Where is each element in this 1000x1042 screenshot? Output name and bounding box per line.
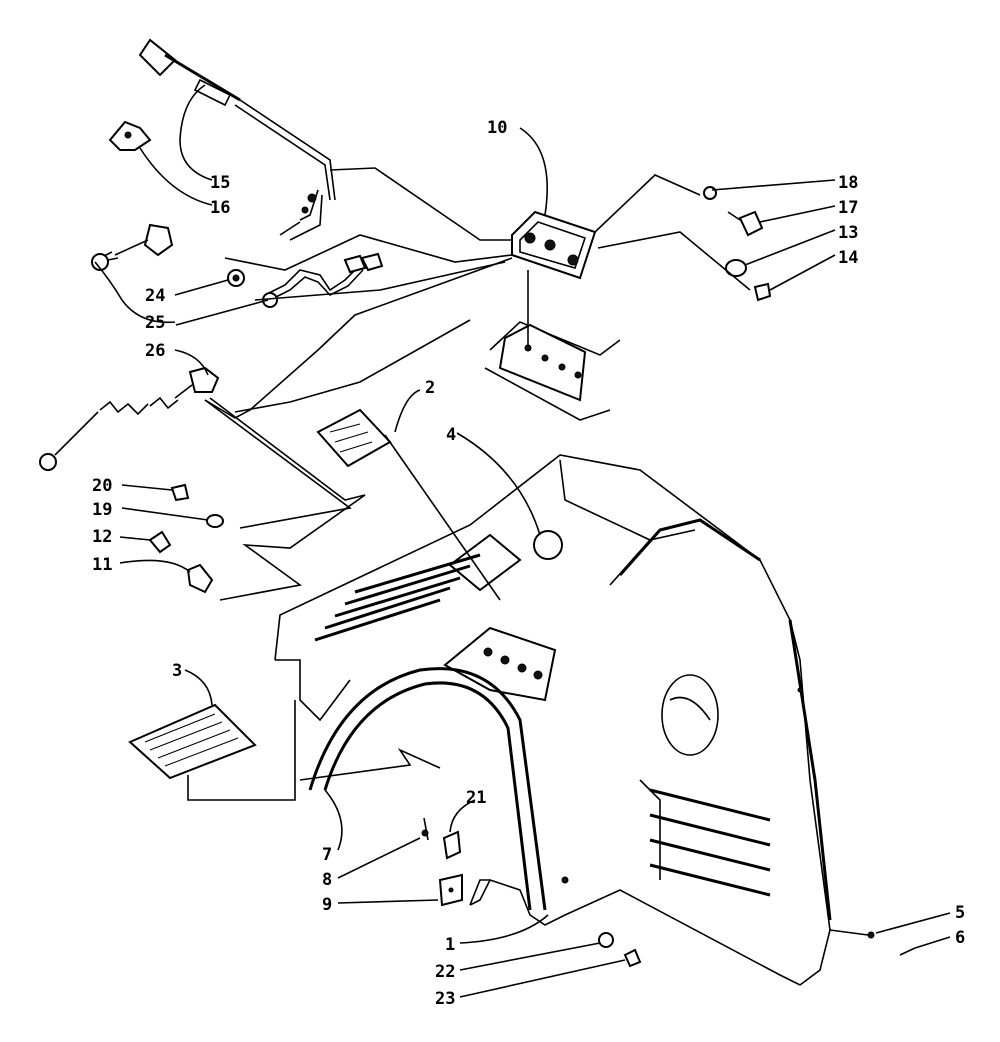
callout-11: 11	[92, 555, 112, 575]
callout-25: 25	[145, 313, 165, 333]
callout-leaders	[94, 84, 951, 998]
console-cutout	[484, 321, 621, 421]
callout-19: 19	[92, 500, 112, 520]
callout-14: 14	[838, 248, 858, 268]
bracket-hardware	[421, 817, 463, 907]
callout-17: 17	[838, 198, 858, 218]
console-shell	[274, 454, 832, 986]
callout-7: 7	[322, 845, 332, 865]
callout-24: 24	[145, 286, 165, 306]
callout-4: 4	[446, 425, 456, 445]
callout-labels: 10 15 16 18 17 13 14 24 25 26 2 4 20 19 …	[92, 118, 965, 1009]
decal-3	[128, 703, 257, 780]
hardware-left	[148, 483, 224, 594]
callout-12: 12	[92, 527, 112, 547]
callout-2: 2	[425, 378, 435, 398]
callout-1: 1	[445, 935, 455, 955]
callout-16: 16	[210, 198, 230, 218]
callout-6: 6	[955, 928, 965, 948]
ignition-switch-assembly	[91, 223, 384, 308]
callout-18: 18	[838, 173, 858, 193]
fasteners	[598, 931, 916, 968]
hardware-right	[703, 186, 772, 302]
callout-5: 5	[955, 903, 965, 923]
callout-26: 26	[145, 341, 165, 361]
wiring-harness	[138, 38, 336, 241]
callout-21: 21	[466, 788, 486, 808]
decal-2	[316, 408, 392, 468]
callout-9: 9	[322, 895, 332, 915]
callout-13: 13	[838, 223, 858, 243]
callout-15: 15	[210, 173, 230, 193]
callout-23: 23	[435, 989, 455, 1009]
callout-8: 8	[322, 870, 332, 890]
tether-cord	[39, 366, 220, 471]
switch-panel-bezel	[511, 210, 597, 280]
leader-lines	[187, 167, 869, 936]
callout-20: 20	[92, 476, 112, 496]
connector-16	[108, 120, 152, 151]
callout-10: 10	[487, 118, 507, 138]
callout-3: 3	[172, 661, 182, 681]
callout-22: 22	[435, 962, 455, 982]
